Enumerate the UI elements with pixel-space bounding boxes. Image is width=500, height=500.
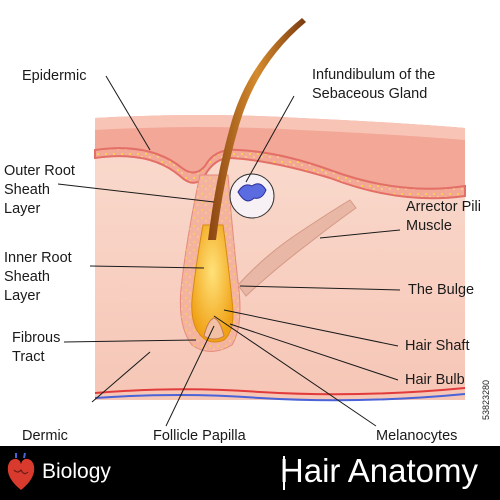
- label-outer-root-line2: Sheath: [4, 182, 50, 198]
- label-fibrous-line2: Tract: [12, 349, 45, 365]
- label-epidermic: Epidermic: [22, 68, 86, 84]
- dermal-papilla: [203, 317, 225, 340]
- label-outer-root-line3: Layer: [4, 201, 40, 217]
- leader-melanocytes: [213, 315, 377, 427]
- label-infundibulum-line2: Sebaceous Gland: [312, 86, 427, 102]
- leader-inner-root: [89, 265, 205, 269]
- footer-divider: [283, 456, 285, 490]
- label-follicle-papilla: Follicle Papilla: [153, 428, 247, 444]
- label-fibrous-line1: Fibrous: [12, 330, 60, 346]
- footer-title: Hair Anatomy: [279, 452, 478, 489]
- label-infundibulum-line1: Infundibulum of the: [312, 67, 435, 83]
- label-dermic: Dermic: [22, 428, 68, 444]
- leader-epidermic: [105, 75, 151, 151]
- label-hair-bulb: Hair Bulb: [405, 372, 465, 388]
- blood-vessel-blue: [94, 393, 466, 402]
- leader-fibrous: [63, 339, 197, 343]
- label-arrector-line1: Arrector Pili: [406, 199, 481, 215]
- blood-vessel-red: [94, 387, 466, 396]
- leader-hair-shaft: [223, 309, 399, 347]
- leader-hair-bulb: [229, 323, 399, 381]
- label-inner-root-line3: Layer: [4, 288, 40, 304]
- sebaceous-gland-cells: [237, 183, 267, 202]
- heart-icon: [7, 452, 35, 490]
- footer-topic: Biology: [42, 460, 111, 483]
- leader-dermic: [91, 351, 151, 403]
- hair-shaft: [208, 18, 306, 240]
- stock-image-id-text: 53823280: [481, 379, 491, 421]
- leader-outer-root: [57, 183, 215, 203]
- footer-bar: Biology Hair Anatomy: [0, 446, 500, 500]
- arrector-pili-muscle: [237, 199, 357, 297]
- label-bulge: The Bulge: [408, 282, 474, 298]
- stock-image-id: 53823280: [476, 360, 496, 440]
- label-outer-root-line1: Outer Root: [4, 163, 75, 179]
- label-arrector-line2: Muscle: [406, 218, 452, 234]
- epidermis-top-stripe: [95, 115, 465, 140]
- label-inner-root-line1: Inner Root: [4, 250, 72, 266]
- label-hair-shaft: Hair Shaft: [405, 338, 469, 354]
- hair-bulb: [191, 224, 234, 343]
- leader-papilla: [165, 325, 215, 427]
- leader-arrector: [319, 229, 401, 239]
- label-inner-root-line2: Sheath: [4, 269, 50, 285]
- leader-infundibulum: [245, 95, 295, 183]
- label-melanocytes: Melanocytes: [376, 428, 457, 444]
- leader-bulge: [239, 285, 401, 291]
